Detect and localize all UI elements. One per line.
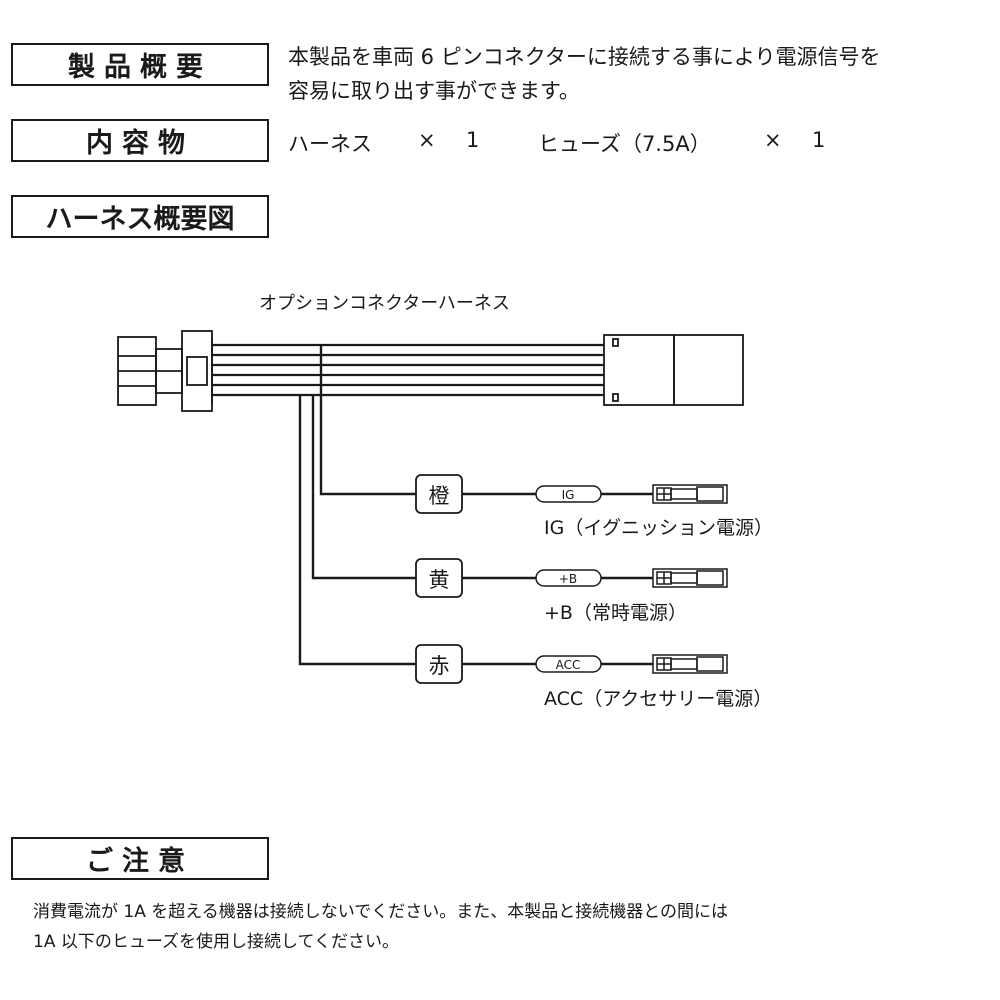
color-label-orange: 橙 (429, 484, 450, 508)
wire-acc: 赤 ACC ACC（アクセサリー電源） (415, 644, 772, 710)
right-connector (603, 334, 744, 406)
contents-heading: 内容物 (11, 119, 269, 162)
contents-item-2-qty: 1 (812, 128, 826, 152)
wire-caption-ig: IG（イグニッション電源） (544, 517, 773, 539)
overview-heading: 製品概要 (11, 43, 269, 86)
wire-tag-plus-b: +B (559, 572, 577, 586)
wire-plus-b: 黄 +B +B（常時電源） (415, 558, 728, 624)
wire-tag-acc: ACC (556, 658, 581, 672)
harness-name: オプションコネクターハーネス (259, 293, 510, 314)
color-label-box-yellow (415, 558, 463, 598)
color-label-red: 赤 (429, 654, 450, 678)
caution-line-2: 1A 以下のヒューズを使用し接続してください。 (33, 932, 399, 952)
harness-diagram-heading: ハーネス概要図 (11, 195, 269, 238)
contents-item-2-name: ヒューズ（7.5A） (538, 132, 711, 156)
color-label-box-orange (415, 474, 463, 514)
overview-heading-text: 製品概要 (68, 52, 212, 83)
overview-line-2: 容易に取り出す事ができます。 (288, 79, 580, 103)
caution-heading: ご注意 (11, 837, 269, 880)
color-label-box-red (415, 644, 463, 684)
contents-heading-text: 内容物 (86, 128, 194, 159)
wire-bundle (212, 343, 604, 397)
overview-line-1: 本製品を車両 6 ピンコネクターに接続する事により電源信号を (288, 45, 881, 69)
terminal-plus-b (652, 568, 728, 588)
wire-caption-acc: ACC（アクセサリー電源） (544, 688, 772, 710)
caution-heading-text: ご注意 (86, 846, 194, 877)
branch-wires (298, 345, 653, 666)
wire-tag-box-plus-b (535, 569, 602, 587)
terminal-acc (652, 654, 728, 674)
wire-tag-box-ig (535, 485, 602, 503)
terminal-ig (652, 484, 728, 504)
contents-item-1-times: × (418, 128, 436, 152)
color-label-yellow: 黄 (429, 568, 450, 592)
contents-item-2-times: × (764, 128, 782, 152)
wire-tag-box-acc (535, 655, 602, 673)
wire-caption-plus-b: +B（常時電源） (544, 602, 687, 624)
left-connector (117, 330, 213, 412)
contents-item-1-name: ハーネス (288, 132, 372, 156)
caution-line-1: 消費電流が 1A を超える機器は接続しないでください。また、本製品と接続機器との… (33, 902, 729, 922)
contents-item-1-qty: 1 (466, 128, 480, 152)
wire-ig: 橙 IG IG（イグニッション電源） (415, 474, 773, 539)
harness-diagram-heading-text: ハーネス概要図 (45, 204, 235, 235)
wire-tag-ig: IG (562, 488, 575, 502)
